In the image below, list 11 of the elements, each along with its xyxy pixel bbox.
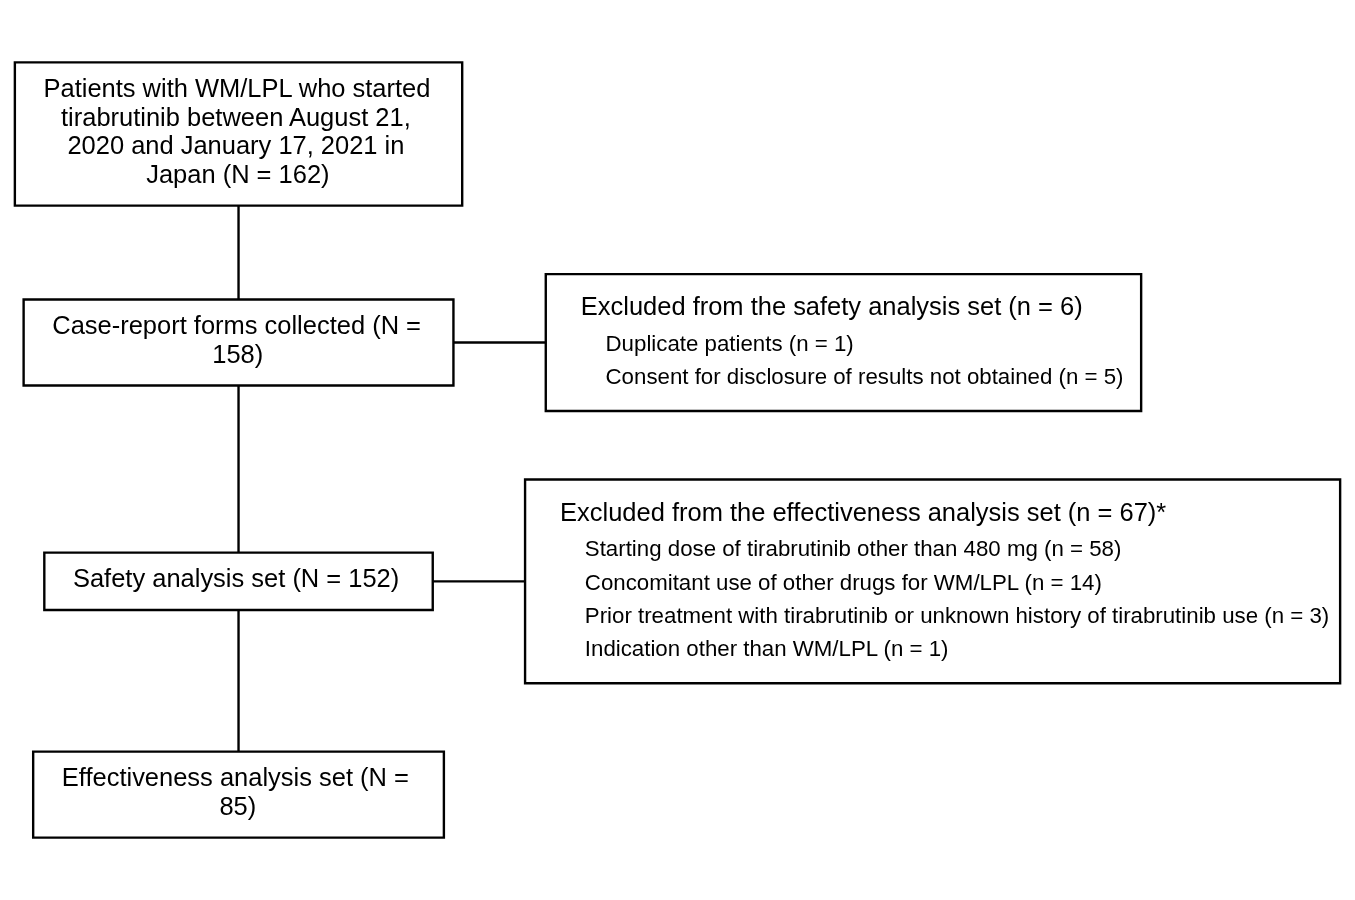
node-box: Patients with WM/LPL who started tirabrutinib between August 21, 2020 and January 17, 2021 in Japan (N = 162) xyxy=(13,61,464,207)
connector xyxy=(237,385,240,553)
node-box: Effectiveness analysis set (N = 85) xyxy=(31,750,446,839)
node-box: Excluded from the effectiveness analysis set (n = 67)* Starting dose of tirabrutinib other than 480 mg (n = 58) Concomitant use of other drugs for WM/LPL (n = 14) Prior treatment with tirabrutinib or unknown history of tirabrutinib use (n = 3) Indication other than WM/LPL (n = 1) xyxy=(523,478,1342,685)
connector xyxy=(237,610,240,752)
connector xyxy=(453,341,546,344)
connector xyxy=(432,580,525,583)
node-box: Safety analysis set (N = 152) xyxy=(43,551,434,612)
node-box: Excluded from the safety analysis set (n = 6) Duplicate patients (n = 1) Consent for disclosure of results not obtained (n = 5) xyxy=(544,272,1143,413)
node-box: Case-report forms collected (N = 158) xyxy=(22,298,455,387)
connector xyxy=(237,205,240,300)
